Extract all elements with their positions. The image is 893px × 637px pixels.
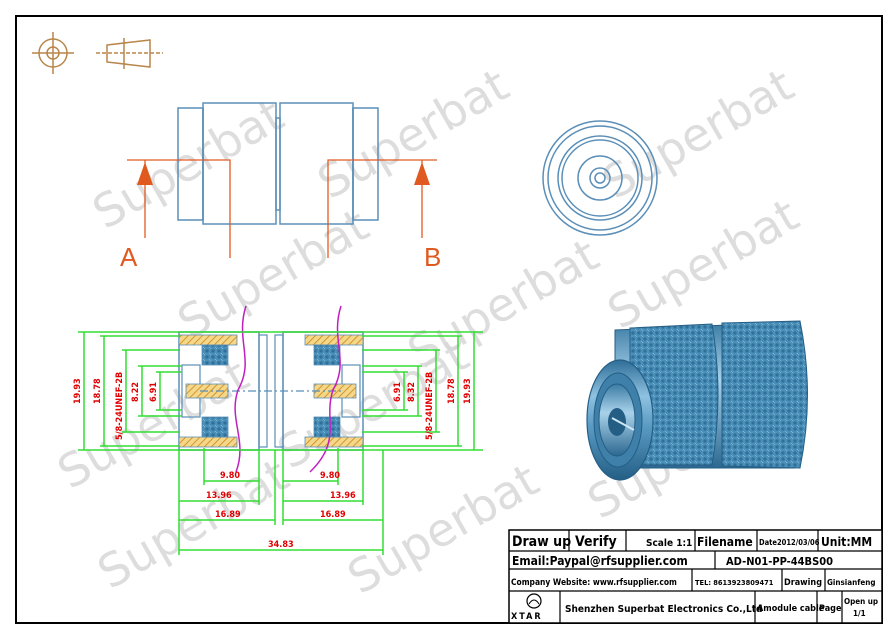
tb-drawer: Ginsianfeng bbox=[827, 578, 876, 587]
dim-13-left: 13.96 bbox=[206, 491, 232, 501]
tb-drawing: Drawing bbox=[784, 578, 822, 588]
tb-module: Amodule cable bbox=[757, 604, 825, 614]
section-label-b: B bbox=[424, 242, 441, 272]
projection-symbol bbox=[32, 32, 163, 74]
tb-page: Page bbox=[819, 604, 842, 614]
dim-thread-right: 5/8-24UNEF-2B bbox=[425, 372, 435, 440]
tb-unit: Unit:MM bbox=[821, 535, 872, 549]
title-block: Draw up Verify Scale 1:1 Filename Date20… bbox=[508, 529, 883, 624]
dim-16-left: 16.89 bbox=[215, 510, 241, 520]
tb-filename: Filename bbox=[697, 535, 753, 549]
tb-logo-text: XTAR bbox=[511, 612, 543, 622]
dimension-labels: 19.93 18.78 5/8-24UNEF-2B 8.22 6.91 19.9… bbox=[73, 372, 473, 550]
dim-13-right: 13.96 bbox=[330, 491, 356, 501]
dim-body-right: 18.78 bbox=[447, 378, 457, 404]
dim-inner2-left: 6.91 bbox=[149, 382, 159, 402]
tb-part-no: AD-N01-PP-44BS00 bbox=[726, 555, 833, 568]
dim-outer-right: 19.93 bbox=[463, 378, 473, 404]
dim-inner1-left: 8.22 bbox=[131, 382, 141, 402]
tb-page-no: 1/1 bbox=[853, 609, 866, 618]
section-marker-a: A bbox=[120, 159, 231, 272]
dim-16-right: 16.89 bbox=[320, 510, 346, 520]
section-label-a: A bbox=[120, 242, 138, 272]
xtar-logo-icon bbox=[526, 593, 542, 609]
dim-total: 34.83 bbox=[268, 540, 294, 550]
sheet-border bbox=[15, 15, 883, 624]
dimension-lines bbox=[78, 331, 483, 555]
dim-9-right: 9.80 bbox=[320, 471, 340, 481]
tb-website: Company Website: www.rfsupplier.com bbox=[511, 577, 677, 587]
dim-9-left: 9.80 bbox=[220, 471, 240, 481]
dim-outer-left: 19.93 bbox=[73, 378, 83, 404]
dim-inner2-right: 6.91 bbox=[393, 382, 403, 402]
tb-draw-up: Draw up bbox=[512, 534, 571, 550]
tb-company: Shenzhen Superbat Electronics Co.,Ltd bbox=[565, 604, 762, 615]
connector-3d bbox=[586, 320, 808, 481]
tb-date: Date2012/03/06 bbox=[759, 538, 820, 547]
tb-open-up: Open up bbox=[844, 597, 878, 606]
dim-inner1-right: 8.32 bbox=[407, 382, 417, 402]
section-marker-b: B bbox=[327, 159, 441, 272]
tb-tel: TEL: 8613923809471 bbox=[695, 578, 774, 587]
dim-body-left: 18.78 bbox=[93, 378, 103, 404]
side-view bbox=[177, 102, 379, 225]
dim-thread-left: 5/8-24UNEF-2B bbox=[115, 372, 125, 440]
tb-email: Email:Paypal@rfsupplier.com bbox=[512, 554, 688, 568]
end-view bbox=[542, 120, 658, 236]
tb-scale: Scale 1:1 bbox=[646, 538, 692, 549]
tb-verify: Verify bbox=[575, 534, 617, 550]
